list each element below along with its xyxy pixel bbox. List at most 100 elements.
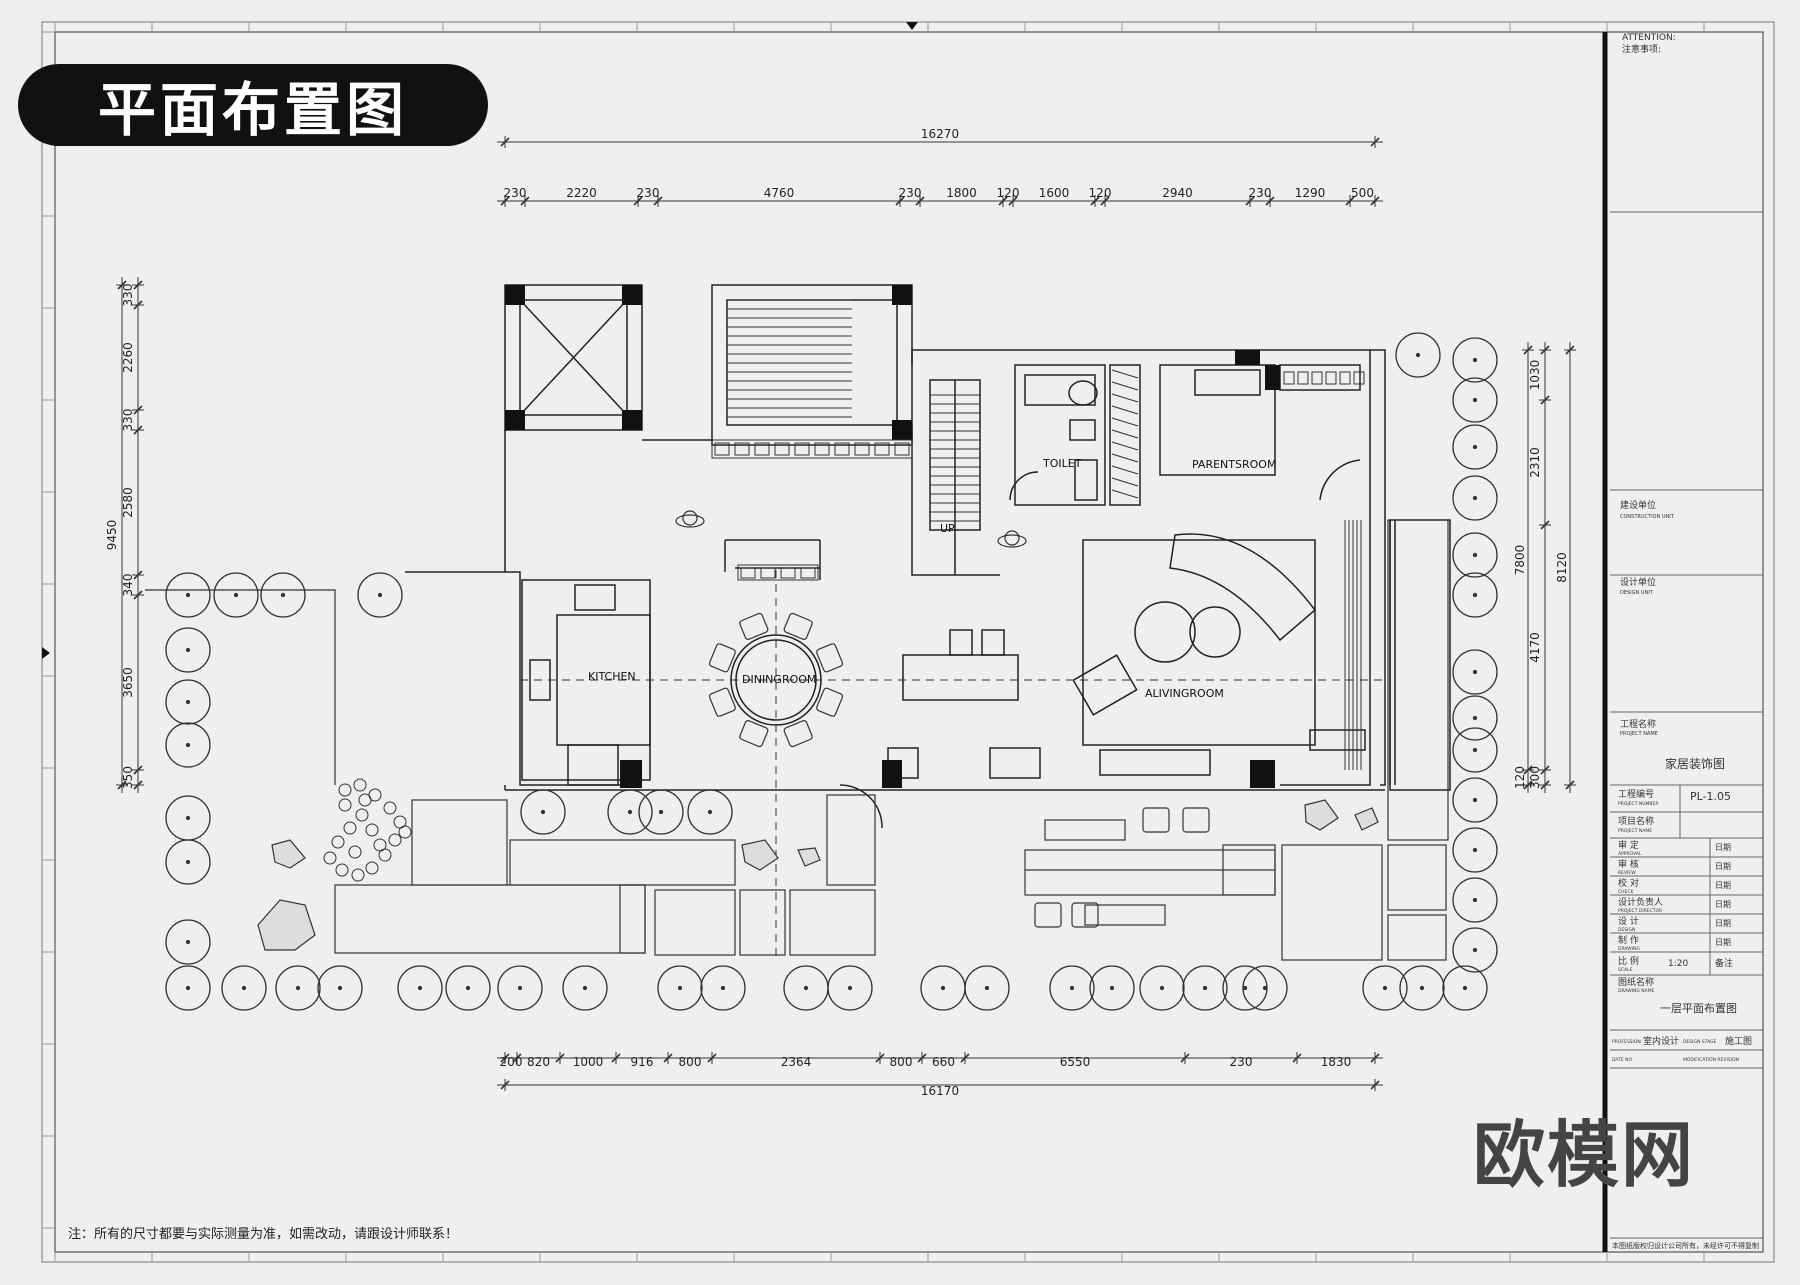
dining-chairs — [675, 510, 1210, 928]
shrub-leaf — [383, 801, 397, 815]
tree-center — [1109, 985, 1115, 991]
bar-stool — [1182, 807, 1210, 833]
dimension-label: 230 — [637, 186, 660, 200]
project-number-en: PROJECT NUMBER — [1618, 801, 1658, 807]
dimension-label: 230 — [504, 186, 527, 200]
tree — [165, 965, 211, 1011]
center-mark-top — [906, 22, 918, 30]
project-name-label: 工程名称 — [1620, 718, 1656, 730]
person-shoulders — [997, 534, 1027, 548]
dining-chair — [708, 687, 736, 717]
dimension-label: 230 — [1249, 186, 1272, 200]
title-block-role-en: PROJECT DIRECTOR — [1618, 908, 1662, 914]
tree-center — [540, 809, 546, 815]
tree-center — [582, 985, 588, 991]
tree-center — [658, 809, 664, 815]
dining-chair — [739, 612, 769, 640]
tree — [213, 572, 259, 618]
tree — [165, 627, 211, 673]
dimension-label: 1800 — [946, 186, 977, 200]
dimension-label: 230 — [899, 186, 922, 200]
tree — [1452, 695, 1498, 741]
drawing-name-label: 图纸名称 — [1618, 976, 1654, 988]
dimension-label: 120 — [1513, 766, 1527, 789]
shrub-leaf — [355, 808, 369, 822]
title-block-date: 日期 — [1715, 843, 1731, 852]
dimension-label: 200 — [500, 1055, 523, 1069]
dimension-label: 2364 — [781, 1055, 812, 1069]
shrub-leaf — [398, 825, 412, 839]
page-title-badge: 平面布置图 — [18, 64, 488, 146]
person-figure — [682, 510, 698, 526]
tree-center — [803, 985, 809, 991]
tree-center — [1472, 444, 1478, 450]
tree-center — [241, 985, 247, 991]
attention-label: ATTENTION: — [1622, 33, 1676, 43]
dimension-label: 8120 — [1555, 552, 1569, 583]
tree — [1399, 965, 1445, 1011]
tree — [1452, 727, 1498, 773]
title-block-role: 校 对 — [1618, 877, 1639, 889]
tree-center — [1472, 357, 1478, 363]
dimension-label: 16170 — [921, 1084, 959, 1098]
attention-cn: 注意事项: — [1622, 43, 1661, 55]
tree-center — [1472, 797, 1478, 803]
dimension-label: 916 — [631, 1055, 654, 1069]
brand-watermark: 欧模网 — [1472, 1113, 1695, 1197]
tree — [1452, 532, 1498, 578]
tree-center — [185, 647, 191, 653]
center-mark-left — [42, 647, 50, 659]
tree-center — [1472, 715, 1478, 721]
tree — [497, 965, 543, 1011]
dimension-label: 340 — [121, 574, 135, 597]
room-label-dining: DININGROOM — [742, 673, 816, 686]
shrub-leaf — [373, 838, 387, 852]
dimension-label: 1000 — [573, 1055, 604, 1069]
dimension-label: 350 — [121, 766, 135, 789]
tree — [1452, 424, 1498, 470]
dimension-label: 1290 — [1295, 186, 1326, 200]
dimension-label: 800 — [679, 1055, 702, 1069]
scale-en: SCALE — [1618, 967, 1633, 973]
columns — [505, 285, 1280, 788]
shrub-leaf — [365, 861, 379, 875]
stage-label: DESIGN STAGE — [1683, 1039, 1717, 1045]
scale-label: 比 例 — [1618, 955, 1639, 967]
stair-label-up: UP — [940, 522, 955, 535]
tree-center — [185, 985, 191, 991]
construction-unit-en: CONSTRUCTION UNIT — [1620, 514, 1675, 520]
tree — [1242, 965, 1288, 1011]
dimension-label: 120 — [1089, 186, 1112, 200]
tree-center — [1415, 352, 1421, 358]
scale-value: 1:20 — [1668, 959, 1688, 969]
remarks-label: 备注 — [1715, 957, 1733, 969]
person-figure — [1004, 530, 1020, 546]
tree — [1452, 877, 1498, 923]
tree-center — [517, 985, 523, 991]
bar-stool — [1034, 902, 1062, 928]
title-block-role: 审 定 — [1618, 839, 1639, 851]
tree — [397, 965, 443, 1011]
shrub-leaf — [338, 783, 352, 797]
tree-center — [1262, 985, 1268, 991]
dimension-label: 16270 — [921, 127, 959, 141]
shrub-leaf — [331, 835, 345, 849]
tree — [260, 572, 306, 618]
tree-center — [1069, 985, 1075, 991]
tree-center — [1419, 985, 1425, 991]
tree — [1452, 475, 1498, 521]
stage-value: 施工图 — [1725, 1035, 1752, 1047]
tree-center — [1202, 985, 1208, 991]
person-shoulders — [675, 514, 705, 528]
tree-center — [417, 985, 423, 991]
dimension-label: 9450 — [105, 520, 119, 551]
title-block-role-en: DRAWING — [1618, 946, 1640, 952]
garden-rocks — [257, 799, 1379, 951]
title-block-date: 日期 — [1715, 919, 1731, 928]
tree-center — [847, 985, 853, 991]
dimension-label: 330 — [121, 284, 135, 307]
tree-center — [377, 592, 383, 598]
dimension-label: 3650 — [121, 667, 135, 698]
title-block-role-en: CHECK — [1618, 889, 1635, 895]
